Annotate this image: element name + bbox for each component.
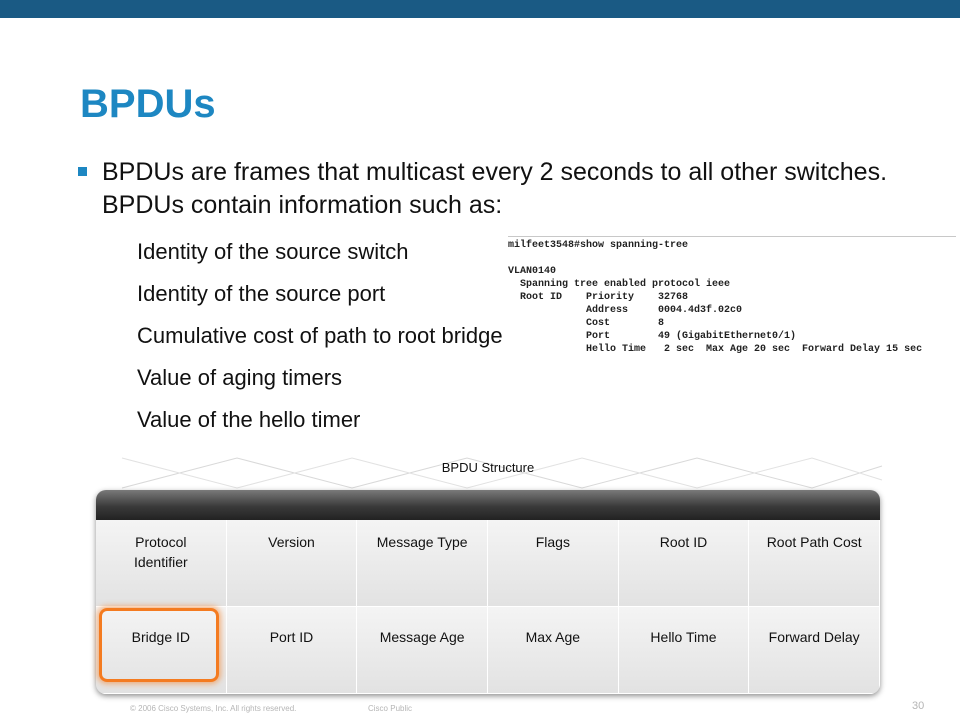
- bpdu-field-grid: Protocol Identifier Version Message Type…: [96, 520, 880, 694]
- cli-line: milfeet3548#show spanning-tree: [508, 240, 689, 251]
- field-cell: Max Age: [488, 607, 619, 694]
- field-cell: Forward Delay: [749, 607, 880, 694]
- cli-line: VLAN0140: [508, 266, 557, 277]
- field-cell: Hello Time: [618, 607, 750, 694]
- top-bar: [0, 0, 960, 18]
- field-cell: Root Path Cost: [749, 520, 880, 607]
- zigzag-decoration: [121, 457, 883, 489]
- footer-copyright: © 2006 Cisco Systems, Inc. All rights re…: [130, 704, 297, 713]
- field-label: Message Age: [379, 629, 465, 645]
- field-cell: Message Age: [357, 607, 488, 694]
- cli-line: Root ID Priority 32768: [508, 292, 689, 303]
- bridge-id-highlight: [99, 608, 219, 682]
- field-label: Message Type: [376, 534, 468, 550]
- page-number: 30: [912, 700, 925, 712]
- list-item: Identity of the source switch: [137, 239, 409, 264]
- cli-line: Cost 8: [508, 318, 665, 329]
- bpdu-structure-diagram: BPDU Structure Protocol Identifier Versi…: [92, 452, 884, 700]
- cli-divider: [508, 236, 956, 237]
- list-item: Identity of the source port: [137, 281, 386, 306]
- slide-title: BPDUs: [80, 82, 216, 126]
- field-label: Protocol Identifier: [133, 534, 188, 570]
- diagram-title: BPDU Structure: [441, 460, 535, 475]
- field-label: Max Age: [525, 629, 581, 645]
- list-item: Value of the hello timer: [137, 407, 361, 432]
- frame-header-bar: [96, 490, 880, 520]
- cli-line: Address 0004.4d3f.02c0: [508, 305, 743, 316]
- field-cell: Root ID: [618, 520, 750, 607]
- field-cell: Protocol Identifier: [96, 520, 227, 607]
- field-label: Bridge ID: [131, 629, 190, 645]
- field-cell: Port ID: [226, 607, 358, 694]
- list-item: Cumulative cost of path to root bridge: [137, 323, 503, 348]
- list-item: Value of aging timers: [137, 365, 343, 390]
- info-list: Identity of the source switch Identity o…: [137, 231, 503, 441]
- field-cell: Message Type: [357, 520, 488, 607]
- field-label: Root ID: [659, 534, 708, 550]
- field-label: Forward Delay: [768, 629, 860, 645]
- field-label: Root Path Cost: [766, 534, 862, 550]
- bullet-square-icon: [78, 167, 87, 176]
- cli-output-screenshot: milfeet3548#show spanning-tree VLAN0140 …: [508, 236, 958, 366]
- footer-classification: Cisco Public: [368, 704, 413, 713]
- field-label: Flags: [535, 534, 570, 550]
- bpdu-frame: Protocol Identifier Version Message Type…: [96, 490, 880, 694]
- cli-line: Spanning tree enabled protocol ieee: [508, 279, 731, 290]
- field-label: Port ID: [269, 629, 314, 645]
- field-cell: Flags: [488, 520, 619, 607]
- main-bullet-text: BPDUs are frames that multicast every 2 …: [102, 158, 888, 219]
- field-label: Version: [268, 534, 315, 550]
- cli-line: Hello Time 2 sec Max Age 20 sec Forward …: [508, 344, 923, 355]
- main-bullet: BPDUs are frames that multicast every 2 …: [78, 156, 898, 222]
- field-cell: Version: [226, 520, 358, 607]
- cli-line: Port 49 (GigabitEthernet0/1): [508, 331, 797, 342]
- field-label: Hello Time: [650, 629, 717, 645]
